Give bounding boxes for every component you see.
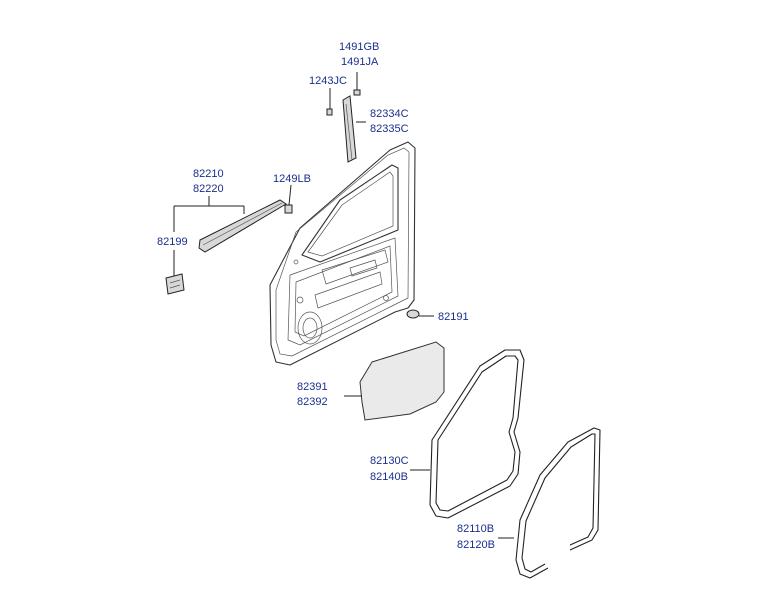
label-82220: 82220 (193, 183, 224, 195)
window-channel-trim (342, 95, 357, 163)
body-weatherstrip (515, 427, 601, 579)
label-82120b: 82120B (457, 539, 495, 551)
label-82391: 82391 (297, 381, 328, 393)
label-82130c: 82130C (370, 455, 409, 467)
label-1243jc: 1243JC (309, 75, 347, 87)
screw-1249lb (284, 184, 293, 214)
door-weatherstrip-inner (429, 349, 525, 519)
label-1249lb: 1249LB (273, 173, 311, 185)
plug-82191 (406, 309, 434, 319)
label-1491gb: 1491GB (339, 41, 379, 53)
door-pad (359, 341, 445, 421)
label-82140b: 82140B (370, 471, 408, 483)
front-door-panel (269, 141, 416, 366)
label-82199: 82199 (157, 236, 188, 248)
label-1491ja: 1491JA (341, 56, 379, 68)
label-82191: 82191 (438, 311, 469, 323)
belt-moulding (198, 199, 287, 253)
leader-lines (173, 121, 514, 539)
label-82110b: 82110B (457, 523, 494, 535)
label-82392: 82392 (297, 396, 328, 408)
label-82335c: 82335C (370, 123, 409, 135)
clip-1491 (353, 72, 361, 96)
label-82210: 82210 (193, 168, 224, 180)
screw-1243jc (326, 88, 333, 116)
label-82334c: 82334C (370, 108, 409, 120)
bracket-82199 (165, 273, 185, 295)
